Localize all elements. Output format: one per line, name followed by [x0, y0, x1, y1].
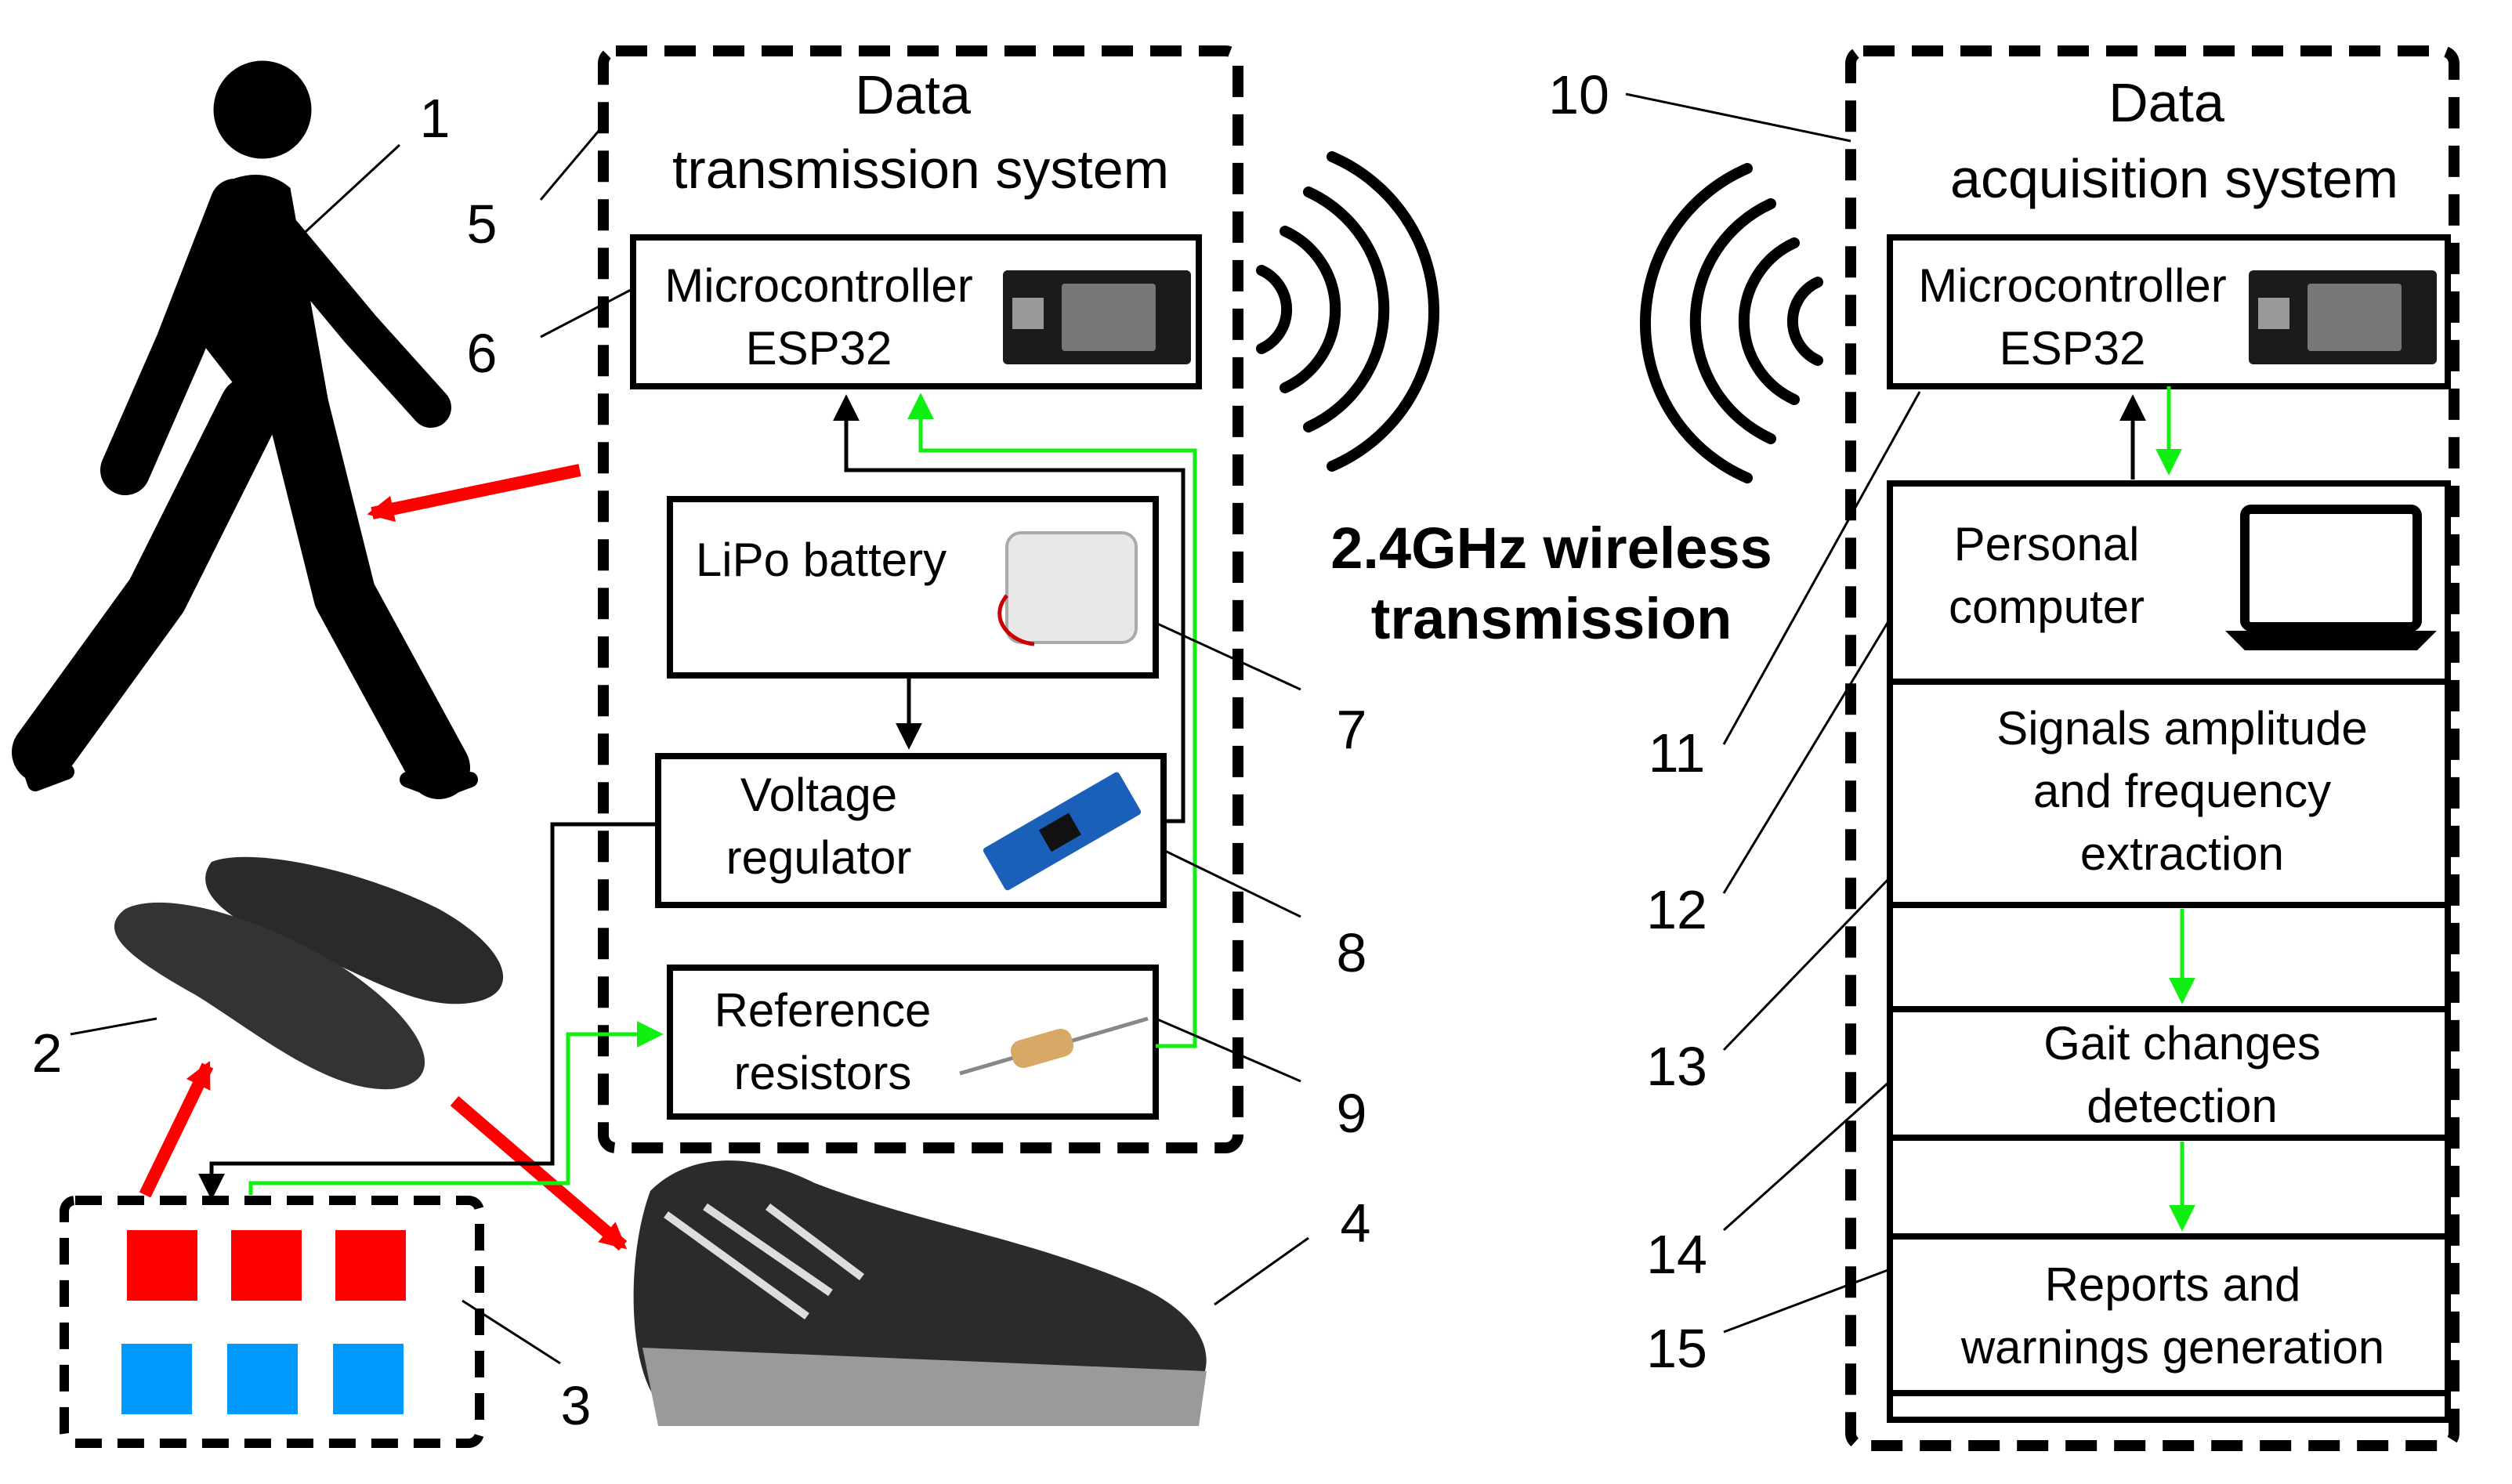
battery-label: LiPo battery [696, 534, 947, 586]
resistors-to-mcu-arrow [907, 393, 1197, 1048]
reports-line2: warnings generation [1960, 1321, 2384, 1374]
sensor-blue [227, 1344, 298, 1414]
sensor-red [231, 1230, 302, 1301]
extraction-line1: Signals amplitude [1996, 702, 2368, 755]
regulator-line1: Voltage [740, 769, 897, 821]
insoles-icon [114, 856, 504, 1090]
callout-14: 14 [1646, 1224, 1707, 1285]
wireless-waves-icon [1640, 163, 1823, 483]
acquisition-system-box [1845, 45, 2460, 1451]
callout-12: 12 [1646, 879, 1707, 940]
callout-1: 1 [420, 88, 451, 149]
wireless-line2: transmission [1371, 586, 1732, 651]
extraction-line2: and frequency [2033, 765, 2331, 817]
detection-line2: detection [2087, 1080, 2278, 1132]
sensor-blue [333, 1344, 404, 1414]
extraction-line3: extraction [2080, 827, 2284, 880]
callout-7: 7 [1337, 699, 1367, 760]
callout-6: 6 [467, 323, 498, 384]
transmission-title-line2: transmission system [672, 139, 1169, 200]
acquisition-title-line1: Data [2108, 72, 2224, 133]
voltage-regulator-icon [983, 772, 1142, 891]
esp32-board-icon [1003, 270, 1191, 364]
callout-11: 11 [1649, 722, 1706, 784]
sensor-box [60, 1196, 484, 1448]
reports-line1: Reports and [2045, 1258, 2301, 1311]
callout-5: 5 [467, 194, 498, 255]
sensor-red [127, 1230, 197, 1301]
mcu-rx-line1: Microcontroller [1918, 259, 2226, 312]
wireless-waves-icon [1256, 151, 1439, 472]
callout-3: 3 [561, 1375, 592, 1436]
pc-line2: computer [1949, 581, 2145, 633]
sneaker-icon [633, 1160, 1207, 1426]
regulator-line2: regulator [726, 831, 912, 884]
mcu-tx-line1: Microcontroller [664, 259, 972, 312]
callout-10: 10 [1548, 64, 1609, 125]
callout-15: 15 [1646, 1318, 1707, 1379]
sensor-red [335, 1230, 406, 1301]
sensor-blue [121, 1344, 192, 1414]
red-arrow-to-person [367, 464, 581, 523]
lipo-battery-icon [997, 531, 1138, 646]
red-arrow-to-insoles [139, 1060, 214, 1198]
regulator-to-mcu-arrow [833, 394, 1185, 823]
wireless-line1: 2.4GHz wireless [1330, 516, 1772, 581]
mcu-rx-line2: ESP32 [2000, 322, 2146, 375]
callout-9: 9 [1337, 1083, 1367, 1144]
resistor-icon [959, 1016, 1149, 1076]
transmission-system-box [598, 45, 1243, 1153]
regulator-to-sensors-arrow [198, 822, 658, 1200]
esp32-board-icon [2249, 270, 2437, 364]
callout-2: 2 [32, 1023, 63, 1084]
callout-4: 4 [1341, 1193, 1371, 1254]
sensors-to-resistors-arrow [248, 1021, 664, 1195]
acquisition-title-line2: acquisition system [1950, 148, 2398, 209]
detection-line1: Gait changes [2043, 1017, 2321, 1070]
resistors-line2: resistors [734, 1047, 912, 1099]
callout-8: 8 [1337, 922, 1367, 983]
callout-leaders [70, 92, 1921, 1365]
resistors-line1: Reference [715, 984, 932, 1037]
mcu-tx-line2: ESP32 [746, 322, 892, 375]
callout-13: 13 [1646, 1036, 1707, 1097]
laptop-icon [2225, 505, 2437, 650]
red-arrow-to-shoe [450, 1095, 628, 1251]
resistors-box [667, 965, 1159, 1120]
walking-person-icon [12, 60, 478, 799]
pc-line1: Personal [1954, 518, 2140, 570]
transmission-title-line1: Data [855, 64, 971, 125]
